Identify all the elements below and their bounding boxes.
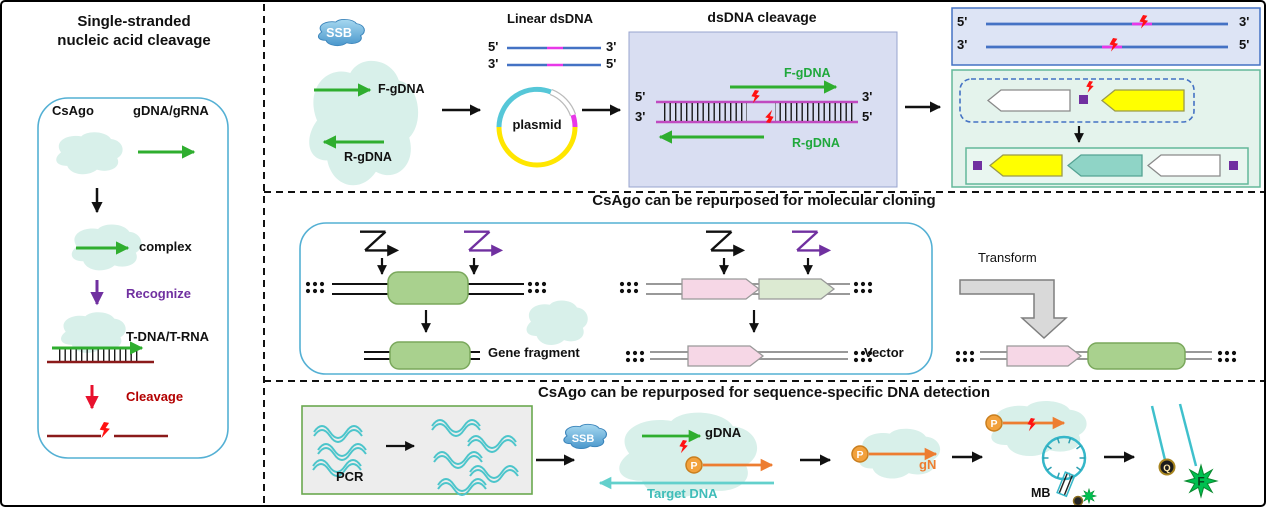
cleavage-label: Cleavage bbox=[126, 389, 184, 404]
prime-label: 3' bbox=[1239, 14, 1250, 29]
opened-beacon-strand bbox=[1178, 403, 1198, 467]
r-gdna-annealed-label: R-gDNA bbox=[792, 136, 840, 150]
linear-dsdna-title: Linear dsDNA bbox=[507, 11, 593, 26]
transform-bent-arrow bbox=[959, 279, 1068, 340]
mb-label: MB bbox=[1031, 486, 1051, 500]
prime-label: 5' bbox=[1239, 37, 1250, 52]
prime-label: 5' bbox=[862, 109, 873, 124]
gn-label: gN bbox=[919, 457, 937, 472]
pink-vector-arrow bbox=[681, 278, 761, 300]
prime-label: 3' bbox=[957, 37, 968, 52]
f-gdna-annealed-label: F-gDNA bbox=[784, 66, 831, 80]
vector-label: Vector bbox=[864, 345, 904, 360]
pcr-label: PCR bbox=[336, 469, 364, 484]
light-green-insert-arrow bbox=[758, 278, 836, 300]
fluorophore-label: F bbox=[1197, 475, 1204, 489]
yellow-orf-arrow bbox=[1100, 89, 1185, 112]
fluorophore-star-small bbox=[1081, 488, 1097, 504]
f-gdna-label: F-gDNA bbox=[378, 82, 425, 96]
white-orf-arrow bbox=[986, 89, 1071, 112]
csago-label: CsAgo bbox=[52, 103, 94, 118]
prime-label: 3' bbox=[862, 89, 873, 104]
gdna-grna-label: gDNA/gRNA bbox=[133, 103, 209, 118]
csago-protein-blob bbox=[56, 132, 123, 175]
phosphate-label: P bbox=[990, 418, 997, 430]
duplex-rungs-right bbox=[775, 103, 855, 121]
panel-separators bbox=[263, 4, 1264, 505]
linear-dsdna bbox=[507, 46, 601, 67]
white-orf-arrow bbox=[1146, 154, 1221, 177]
cloning-panel-frame bbox=[299, 222, 933, 375]
quencher-dot bbox=[1072, 495, 1084, 505]
csago-mb-blob bbox=[991, 401, 1087, 457]
left-panel-title-line1: Single-stranded bbox=[77, 13, 191, 30]
left-panel-frame bbox=[37, 97, 229, 459]
prime-label: 5' bbox=[606, 56, 617, 71]
orf-rearrangement-box bbox=[951, 69, 1261, 188]
opened-beacon-strand bbox=[1150, 405, 1167, 461]
duplex-rungs-left bbox=[661, 103, 747, 121]
plasmid-label: plasmid bbox=[512, 117, 562, 132]
beacon-stem bbox=[1056, 471, 1076, 498]
inserted-gene-block bbox=[1087, 342, 1186, 370]
gene-block bbox=[387, 271, 469, 305]
phosphate-label: P bbox=[690, 460, 697, 472]
quencher-label: Q bbox=[1163, 463, 1170, 474]
dashed-selection-frame bbox=[959, 78, 1195, 123]
phosphate-circle bbox=[985, 414, 1003, 432]
cleavage-bolt-icon bbox=[99, 422, 110, 439]
r-gdna-label: R-gDNA bbox=[344, 150, 392, 164]
pcr-box bbox=[301, 405, 533, 495]
purple-site-square bbox=[1079, 95, 1088, 104]
cleaved-product-box bbox=[951, 7, 1261, 66]
dsdna-cleavage-title: dsDNA cleavage bbox=[707, 9, 817, 25]
prime-label: 5' bbox=[635, 89, 646, 104]
detection-diagram bbox=[301, 401, 1218, 505]
purple-site-square bbox=[973, 161, 982, 170]
pink-vector-arrow bbox=[1006, 345, 1083, 367]
quencher-circle bbox=[1158, 458, 1176, 476]
continuation-dots bbox=[1217, 350, 1237, 363]
csago-pair-blob bbox=[309, 60, 419, 186]
ssb-label: SSB bbox=[572, 433, 595, 445]
teal-orf-arrow bbox=[1066, 154, 1143, 177]
prime-label: 5' bbox=[957, 14, 968, 29]
pink-vector-arrow bbox=[687, 345, 765, 367]
yellow-orf-arrow bbox=[988, 154, 1063, 177]
prime-label: 5' bbox=[488, 39, 499, 54]
dsdna-cleavage-diagram bbox=[309, 7, 1261, 188]
plasmid-ring bbox=[496, 86, 578, 168]
left-panel-title-line2: nucleic acid cleavage bbox=[57, 32, 211, 49]
phosphate-circle bbox=[851, 445, 869, 463]
ssb-label: SSB bbox=[326, 26, 352, 40]
gene-fragment-label: Gene fragment bbox=[488, 345, 580, 360]
tdna-trna-label: T-DNA/T-RNA bbox=[126, 329, 210, 344]
gdna-label: gDNA bbox=[705, 425, 742, 440]
cloning-diagram bbox=[299, 222, 1237, 375]
prime-label: 3' bbox=[606, 39, 617, 54]
cloning-section-title: CsAgo can be repurposed for molecular cl… bbox=[592, 192, 936, 209]
phosphate-circle bbox=[685, 456, 703, 474]
gene-fragment-block bbox=[389, 341, 471, 370]
complex-label: complex bbox=[139, 239, 192, 254]
left-panel-diagram bbox=[37, 97, 229, 459]
prime-label: 3' bbox=[635, 109, 646, 124]
purple-site-square bbox=[1229, 161, 1238, 170]
cleavage-box bbox=[628, 31, 898, 188]
recognize-label: Recognize bbox=[126, 286, 192, 301]
prime-label: 3' bbox=[488, 56, 499, 71]
duplex-rungs bbox=[56, 349, 140, 361]
detection-section-title: CsAgo can be repurposed for sequence-spe… bbox=[537, 384, 991, 401]
phosphate-label: P bbox=[856, 449, 863, 461]
transform-label: Transform bbox=[978, 250, 1037, 265]
target-dna-label: Target DNA bbox=[647, 486, 718, 501]
continuation-dots bbox=[955, 350, 975, 363]
